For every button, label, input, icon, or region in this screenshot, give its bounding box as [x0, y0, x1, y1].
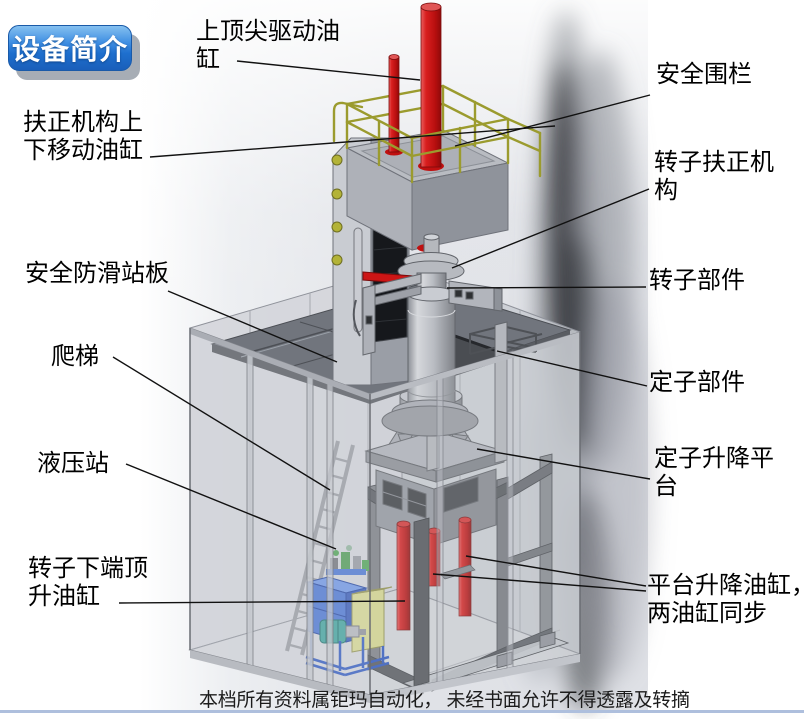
frame-front-post	[413, 517, 430, 687]
leader-lines	[112, 60, 651, 604]
label-centering-cylinder: 扶正机构上下移动油缸	[23, 110, 143, 164]
rotor-base	[381, 399, 479, 437]
label-top-center-cylinder: 上顶尖驱动油缸	[196, 19, 340, 73]
label-rotor-part: 转子部件	[649, 268, 745, 294]
pump-cluster	[326, 545, 369, 575]
label-stator-part: 定子部件	[649, 370, 745, 396]
label-rotor-centering: 转子扶正机构	[654, 150, 774, 204]
title-badge-label: 设备简介	[11, 35, 128, 66]
label-stator-lift-platform: 定子升降平台	[654, 446, 774, 500]
label-ladder: 爬梯	[51, 344, 99, 370]
label-hydraulic-station: 液压站	[37, 451, 109, 477]
footer-divider-line	[0, 710, 804, 713]
footer-disclaimer: 本档所有资料属钜玛自动化， 未经书面允许不得透露及转摘	[199, 690, 690, 711]
top-center-drive-cylinder	[385, 2, 444, 171]
label-safety-fence: 安全围栏	[656, 62, 752, 88]
label-antislip-platform: 安全防滑站板	[25, 261, 169, 287]
label-platform-cylinders: 平台升降油缸，两油缸同步	[647, 573, 804, 627]
enclosure-front	[189, 327, 581, 703]
hydraulic-station	[305, 545, 393, 677]
label-rotor-jack-cylinder: 转子下端顶升油缸	[28, 556, 148, 610]
title-badge: 设备简介	[8, 25, 132, 71]
